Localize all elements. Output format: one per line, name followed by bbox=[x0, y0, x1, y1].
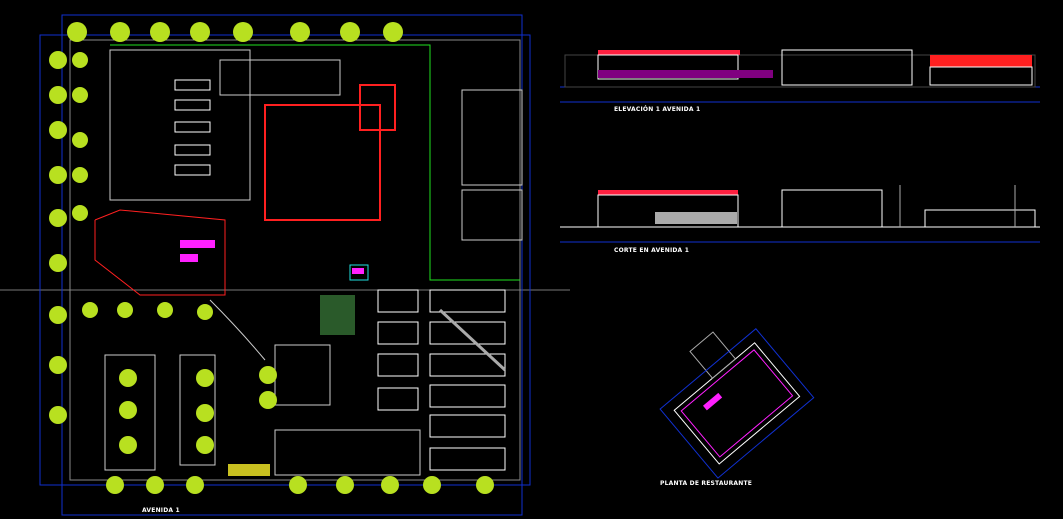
restaurant-plan-title: PLANTA DE RESTAURANTE bbox=[660, 480, 753, 487]
elevation-drawing bbox=[560, 49, 1040, 103]
section-title: CORTE EN AVENIDA 1 bbox=[614, 247, 690, 254]
trees bbox=[49, 22, 494, 494]
section-drawing bbox=[560, 185, 1040, 243]
elevation-title: ELEVACIÓN 1 AVENIDA 1 bbox=[614, 106, 701, 113]
restaurant-plan bbox=[659, 328, 815, 479]
street-label: AVENIDA 1 bbox=[142, 507, 180, 514]
site-plan bbox=[0, 14, 570, 516]
